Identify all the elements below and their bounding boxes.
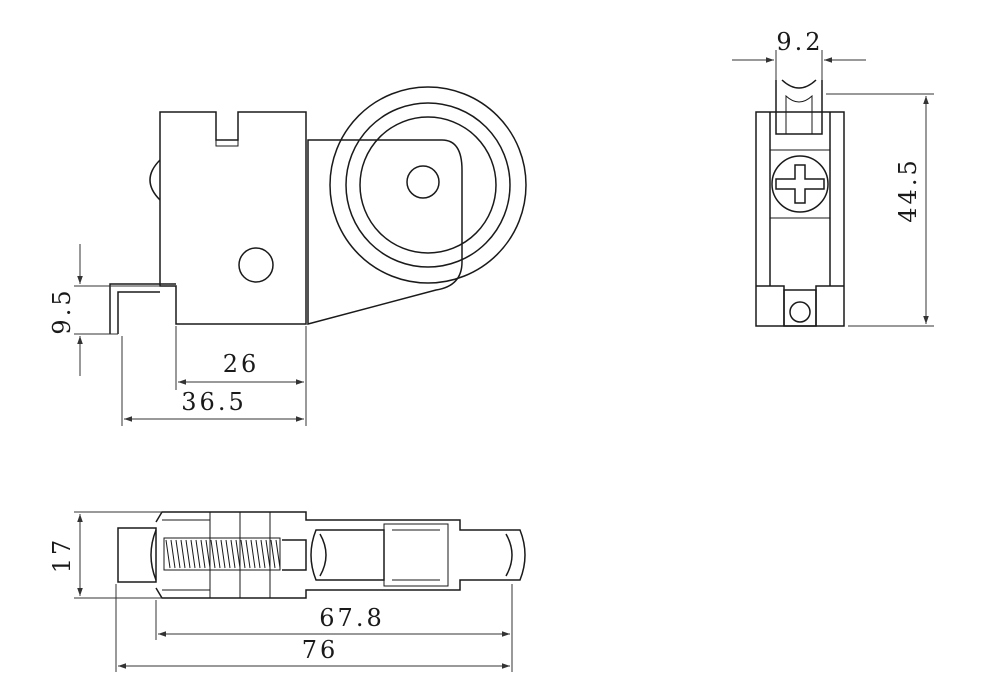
shaft	[282, 539, 307, 571]
dim-height-small: 9.5	[48, 287, 76, 334]
bracket-arm	[307, 139, 463, 325]
phillips-cross-icon	[775, 164, 825, 204]
housing-body	[159, 111, 307, 325]
end-cap	[117, 527, 157, 583]
lower-hole-icon	[789, 301, 811, 323]
outer-housing	[155, 511, 526, 599]
wheel-top	[775, 80, 823, 135]
axle-block	[383, 523, 449, 587]
wheel-groove-left	[319, 533, 327, 577]
dim-thickness: 17	[48, 537, 76, 574]
axle-hole-icon	[406, 165, 440, 199]
screw-head-side	[150, 529, 157, 581]
dim-width-overall: 36.5	[181, 388, 246, 416]
side-view-dims: 9.5 26 36.5	[48, 244, 307, 426]
dim-length-overall: 76	[302, 636, 339, 664]
dim-width-top: 9.2	[776, 28, 823, 56]
housing-slot	[215, 140, 239, 147]
dim-height: 44.5	[894, 157, 922, 222]
mount-hole-icon	[238, 247, 274, 283]
wheel-ring-2	[345, 102, 511, 268]
wheel-inner	[785, 94, 813, 134]
wheel-ring-3	[359, 116, 497, 254]
front-view-dims: 9.2 44.5	[732, 28, 934, 327]
screw-head	[149, 159, 161, 201]
side-view	[109, 86, 527, 335]
wheel-groove	[781, 79, 817, 89]
dim-width-inner: 26	[223, 350, 260, 378]
spring-coil	[163, 537, 281, 571]
wheel-body	[310, 529, 385, 581]
bottom-view	[117, 511, 526, 599]
screw-head-icon	[771, 155, 829, 213]
foot-tab	[109, 283, 176, 334]
dim-length-inner: 67.8	[319, 604, 384, 632]
front-view	[755, 79, 845, 327]
lower-tab	[783, 289, 817, 327]
bottom-view-dims: 17 67.8 76	[48, 511, 513, 672]
wheel-groove-right	[505, 533, 513, 577]
housing-front	[755, 111, 845, 327]
wheel-outer	[329, 86, 527, 284]
lower-bracket	[756, 285, 844, 326]
